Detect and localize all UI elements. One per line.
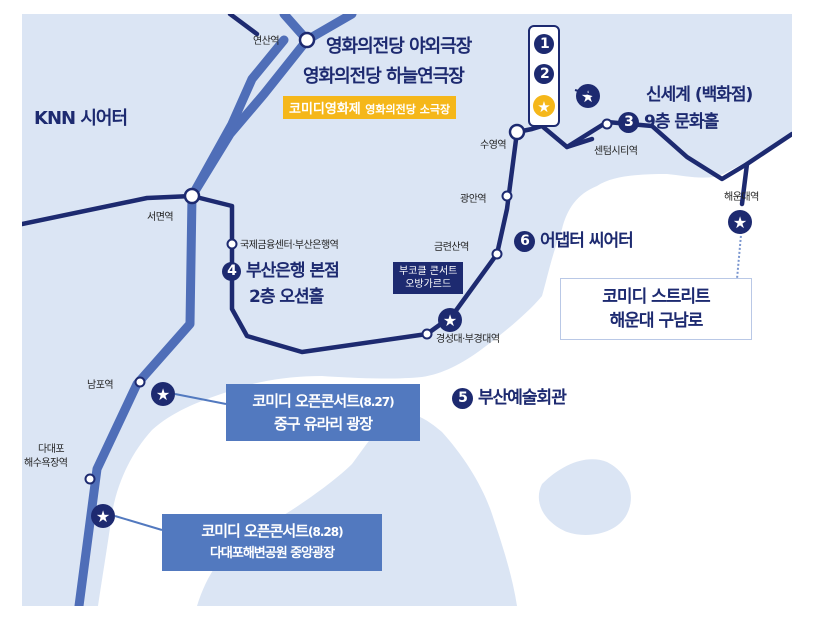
station-centum-dot xyxy=(601,118,613,130)
station-yeonsan xyxy=(298,31,316,49)
station-gukje-dot xyxy=(226,238,238,250)
venue-2-badge xyxy=(534,64,554,84)
line-knn xyxy=(22,193,195,227)
venue-1-number: 1 xyxy=(540,36,550,52)
venue-6-badge: 6 xyxy=(514,230,535,252)
station-label-yeonsan: 연산역 xyxy=(253,36,280,47)
station-dadaepo-dot xyxy=(84,473,96,485)
svg-text:★: ★ xyxy=(156,385,170,404)
station-gwangan-dot xyxy=(501,190,513,202)
subway-line-ne xyxy=(302,14,357,45)
venue-1-badge xyxy=(534,34,554,54)
venue-star-label-b: 영화의전당 소극장 xyxy=(365,103,451,116)
line-2-north xyxy=(227,14,260,37)
star-markers: ★ ★ ★ ★ ★ xyxy=(91,84,752,528)
venue-3-badge: 3 xyxy=(618,111,639,133)
station-seomyeon xyxy=(183,187,201,205)
line-haeundae-branch xyxy=(739,161,750,207)
star-marker-1 xyxy=(576,84,600,108)
busker-line-2: 오방가르드 xyxy=(405,279,452,290)
station-label-gukje: 국제금융센터·부산은행역 xyxy=(240,240,339,251)
station-label-kyungsung: 경성대·부경대역 xyxy=(436,334,500,345)
station-label-suyeong: 수영역 xyxy=(480,140,507,151)
station-label-nampo: 남포역 xyxy=(87,380,114,391)
subway-line-branch-left xyxy=(187,35,289,201)
venue-2-label: 영화의전당 하늘연극장 xyxy=(303,66,465,87)
svg-text:★: ★ xyxy=(537,98,550,116)
svg-text:★: ★ xyxy=(733,213,747,232)
street-line-1: 코미디 스트리트 xyxy=(602,287,710,307)
concert-1-title: 코미디 오픈콘서트 xyxy=(252,392,360,410)
venue-2-number: 2 xyxy=(540,66,550,82)
concert-1-date: (8.27) xyxy=(359,395,395,409)
station-label-gwangan: 광안역 xyxy=(460,194,487,205)
station-kyungsung-dot xyxy=(421,328,433,340)
venue-5-text: 부산예술회관 xyxy=(478,388,567,408)
venue-1-label: 영화의전당 야외극장 xyxy=(326,36,472,57)
venue-star-label-a: 코미디영화제 xyxy=(289,102,361,117)
station-label-dadaepo-2: 해수욕장역 xyxy=(24,458,68,469)
venue-4-badge: 4 xyxy=(222,261,241,281)
venue-4-line-2: 2층 오션홀 xyxy=(249,287,324,307)
svg-text:★: ★ xyxy=(96,507,110,526)
star-marker-busker xyxy=(438,308,462,332)
venue-6-text: 어댑터 씨어터 xyxy=(540,231,634,251)
venue-star-badge xyxy=(533,95,555,117)
station-nampo-dot xyxy=(134,376,146,388)
star-marker-haeundae xyxy=(728,210,752,234)
open-concert-1-box: 코미디 오픈콘서트(8.27) 중구 유라리 광장 xyxy=(226,384,420,441)
regular-stations xyxy=(84,118,613,485)
comedy-street-box: 코미디 스트리트 해운대 구남로 xyxy=(560,278,752,340)
venue-star-label: 코미디영화제 영화의전당 소극장 xyxy=(283,96,457,119)
line-stub-ne xyxy=(564,136,595,150)
busker-concert-box: 부코클 콘서트 오방가르드 xyxy=(393,262,464,294)
venue-5-badge: 5 xyxy=(452,387,473,409)
star-marker-nampo xyxy=(151,382,175,406)
concert-2-place: 다대포해변공원 중앙광장 xyxy=(209,546,335,561)
concert-1-place: 중구 유라리 광장 xyxy=(273,415,373,433)
venue-4-line-1: 부산은행 본점 xyxy=(246,261,340,281)
island-land xyxy=(538,459,631,535)
station-label-geumnyeonsan: 금련산역 xyxy=(434,242,469,253)
svg-text:★: ★ xyxy=(443,311,457,330)
open-concert-2-box: 코미디 오픈콘서트(8.28) 다대포해변공원 중앙광장 xyxy=(162,514,382,571)
busker-line-1: 부코클 콘서트 xyxy=(399,266,458,277)
knn-theater-label: KNN 시어터 xyxy=(34,108,128,129)
transfer-stations xyxy=(183,31,526,205)
concert-2-date: (8.28) xyxy=(308,525,344,539)
venue-3-line-2: 9층 문화홀 xyxy=(644,112,719,132)
station-geumnyeonsan-dot xyxy=(491,248,503,260)
street-line-2: 해운대 구남로 xyxy=(609,311,704,331)
star-marker-dadaepo xyxy=(91,504,115,528)
station-suyeong xyxy=(508,123,526,141)
station-label-seomyeon: 서면역 xyxy=(147,212,174,223)
station-label-haeundae: 해운대역 xyxy=(724,192,759,203)
venue-3-line-1: 신세계 (백화점) xyxy=(646,85,753,105)
station-label-centum: 센텀시티역 xyxy=(594,146,638,157)
concert-2-title: 코미디 오픈콘서트 xyxy=(201,522,309,540)
station-label-dadaepo-1: 다대포 xyxy=(38,444,65,455)
